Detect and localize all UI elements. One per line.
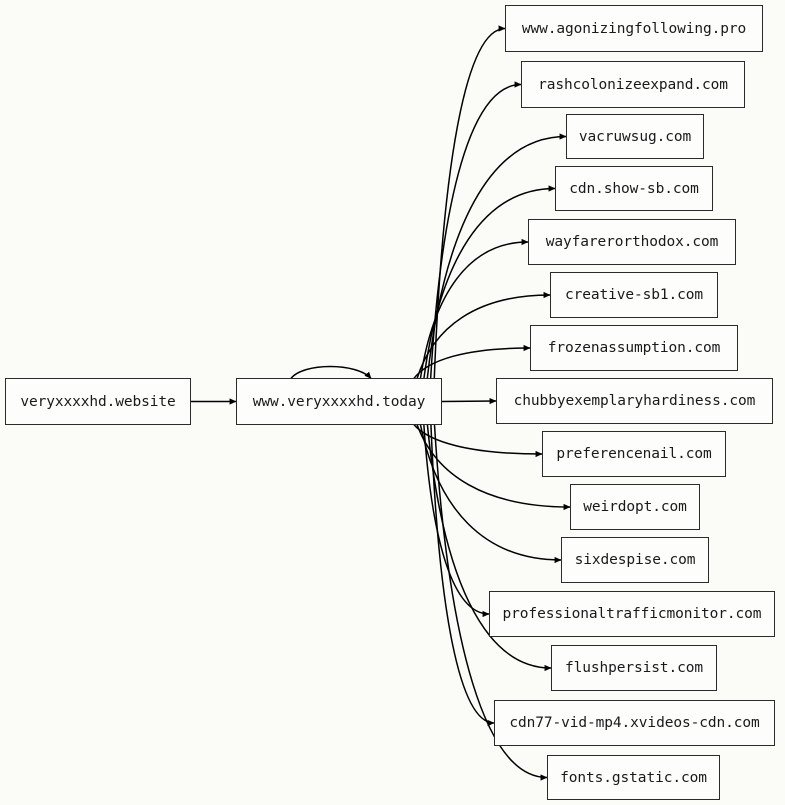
graph-node-preferencenail[interactable]: preferencenail.com — [542, 431, 726, 477]
edge-www-veryxxxxhd-today-to-frozenassumption — [412, 344, 531, 380]
graph-node-professionaltrafficmonitor[interactable]: professionaltrafficmonitor.com — [489, 591, 775, 637]
graph-node-label: cdn77-vid-mp4.xvideos-cdn.com — [509, 715, 760, 731]
edge-www-veryxxxxhd-today-to-wayfarerorthodox — [419, 238, 529, 380]
graph-node-fonts-gstatic[interactable]: fonts.gstatic.com — [547, 755, 720, 800]
graph-node-label: rashcolonizeexpand.com — [538, 76, 728, 93]
edge-www-veryxxxxhd-today-to-www-veryxxxxhd-today — [290, 365, 372, 380]
graph-node-flushpersist[interactable]: flushpersist.com — [551, 645, 717, 691]
edge-www-veryxxxxhd-today-to-rashcolonizeexpand — [429, 81, 522, 380]
edge-www-veryxxxxhd-today-to-professionaltrafficmonitor — [423, 423, 490, 618]
graph-node-label: wayfarerorthodox.com — [545, 234, 719, 250]
graph-node-creative-sb1[interactable]: creative-sb1.com — [550, 272, 718, 318]
edge-www-veryxxxxhd-today-to-chubbyexemplaryhardiness — [441, 397, 497, 405]
graph-node-label: professionaltrafficmonitor.com — [502, 606, 762, 622]
graph-node-label: vacruwsug.com — [578, 128, 692, 145]
graph-node-weirdopt[interactable]: weirdopt.com — [570, 484, 700, 530]
graph-node-label: fonts.gstatic.com — [560, 769, 707, 786]
graph-node-label: www.veryxxxxhd.today — [252, 393, 426, 410]
graph-node-label: flushpersist.com — [564, 660, 704, 676]
graph-node-www-veryxxxxhd-today[interactable]: www.veryxxxxhd.today — [236, 378, 442, 425]
graph-node-vacruwsug[interactable]: vacruwsug.com — [566, 114, 704, 159]
graph-node-wayfarerorthodox[interactable]: wayfarerorthodox.com — [528, 219, 736, 265]
edge-www-veryxxxxhd-today-to-agonizingfollowing — [433, 25, 506, 380]
graph-node-frozenassumption[interactable]: frozenassumption.com — [530, 325, 738, 371]
graph-node-cdn77-vid-mp4[interactable]: cdn77-vid-mp4.xvideos-cdn.com — [494, 700, 775, 746]
graph-node-label: sixdespise.com — [574, 552, 696, 568]
graph-node-label: www.agonizingfollowing.pro — [521, 20, 747, 37]
graph-node-label: chubbyexemplaryhardiness.com — [513, 393, 756, 409]
graph-node-label: creative-sb1.com — [564, 287, 704, 303]
graph-node-label: preferencenail.com — [556, 446, 712, 462]
edge-www-veryxxxxhd-today-to-cdn77-vid-mp4 — [430, 423, 495, 727]
graph-node-veryxxxxhd-website[interactable]: veryxxxxhd.website — [5, 378, 191, 425]
edge-www-veryxxxxhd-today-to-sixdespise — [419, 423, 562, 564]
graph-node-label: cdn.show-sb.com — [569, 180, 699, 197]
graph-node-label: veryxxxxhd.website — [20, 393, 176, 410]
graph-node-label: frozenassumption.com — [547, 340, 721, 356]
graph-node-cdn-show-sb[interactable]: cdn.show-sb.com — [555, 166, 713, 211]
graph-node-agonizingfollowing[interactable]: www.agonizingfollowing.pro — [505, 5, 763, 52]
graph-node-rashcolonizeexpand[interactable]: rashcolonizeexpand.com — [521, 61, 745, 108]
graph-node-label: weirdopt.com — [583, 499, 687, 515]
edge-www-veryxxxxhd-today-to-preferencenail — [412, 423, 543, 458]
graph-node-sixdespise[interactable]: sixdespise.com — [561, 537, 709, 583]
graph-node-chubbyexemplaryhardiness[interactable]: chubbyexemplaryhardiness.com — [496, 378, 773, 424]
